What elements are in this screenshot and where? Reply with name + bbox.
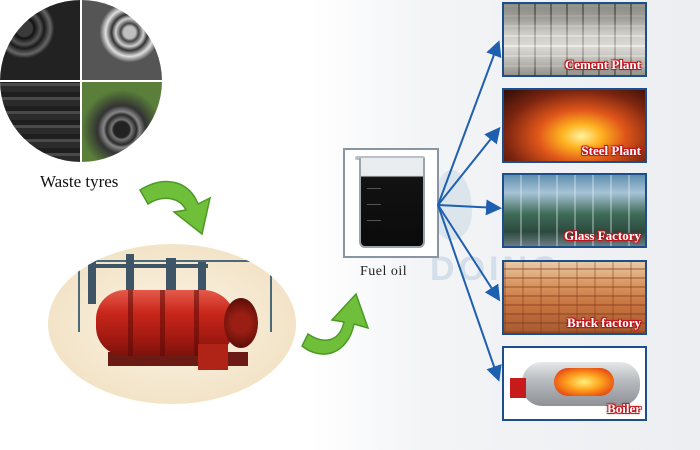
reactor-ring [194,290,199,356]
waste-tyres-label: Waste tyres [40,172,119,191]
reactor-pipe [126,254,134,294]
reactor-end-cap [224,298,258,348]
glass-factory-label: Glass Factory [564,228,641,243]
green-arrow-icon [301,292,370,355]
brick-factory-label: Brick factory [566,315,641,330]
reactor-burner [198,344,228,370]
arrow-to-cement-plant [437,40,502,206]
tyre-pile-photo-4 [81,81,162,162]
green-arrow-icon [138,180,212,236]
boiler-image: Boiler [502,346,647,421]
brick-factory-image: Brick factory [502,260,647,335]
waste-tyres-image [0,0,162,162]
reactor-pipe [166,258,176,292]
reactor-ring [160,290,165,356]
reactor-pipe [88,248,96,304]
cement-bags [504,4,645,75]
brick-courses [504,262,645,333]
steel-plant-label: Steel Plant [581,143,641,158]
beaker-icon [359,158,425,248]
boiler-fire-icon [554,368,614,396]
arrow-to-glass-factory [437,199,502,216]
glass-racks [504,175,645,246]
boiler-burner [510,378,526,398]
reactor-pipe [198,262,206,292]
boiler-label: Boiler [607,401,641,416]
arrow-to-steel-plant [437,126,501,206]
glass-factory-image: Glass Factory [502,173,647,248]
reactor-ring [128,290,133,356]
cement-plant-label: Cement Plant [564,57,641,72]
beaker-mark [367,220,381,221]
fuel-oil-image [343,148,439,258]
reactor-pipe [88,264,208,268]
cement-plant-image: Cement Plant [502,2,647,77]
beaker-mark [367,204,381,205]
beaker-mark [367,188,381,189]
tyre-pile-photo-2 [81,0,162,81]
fuel-oil-label: Fuel oil [360,264,408,279]
tyre-pile-photo-1 [0,0,81,81]
steel-plant-image: Steel Plant [502,88,647,163]
arrow-to-boiler [437,204,502,382]
tyre-pile-photo-3 [0,81,81,162]
pyrolysis-reactor-image [48,244,296,404]
photo-divider [0,80,162,82]
arrow-to-brick-factory [437,204,501,302]
